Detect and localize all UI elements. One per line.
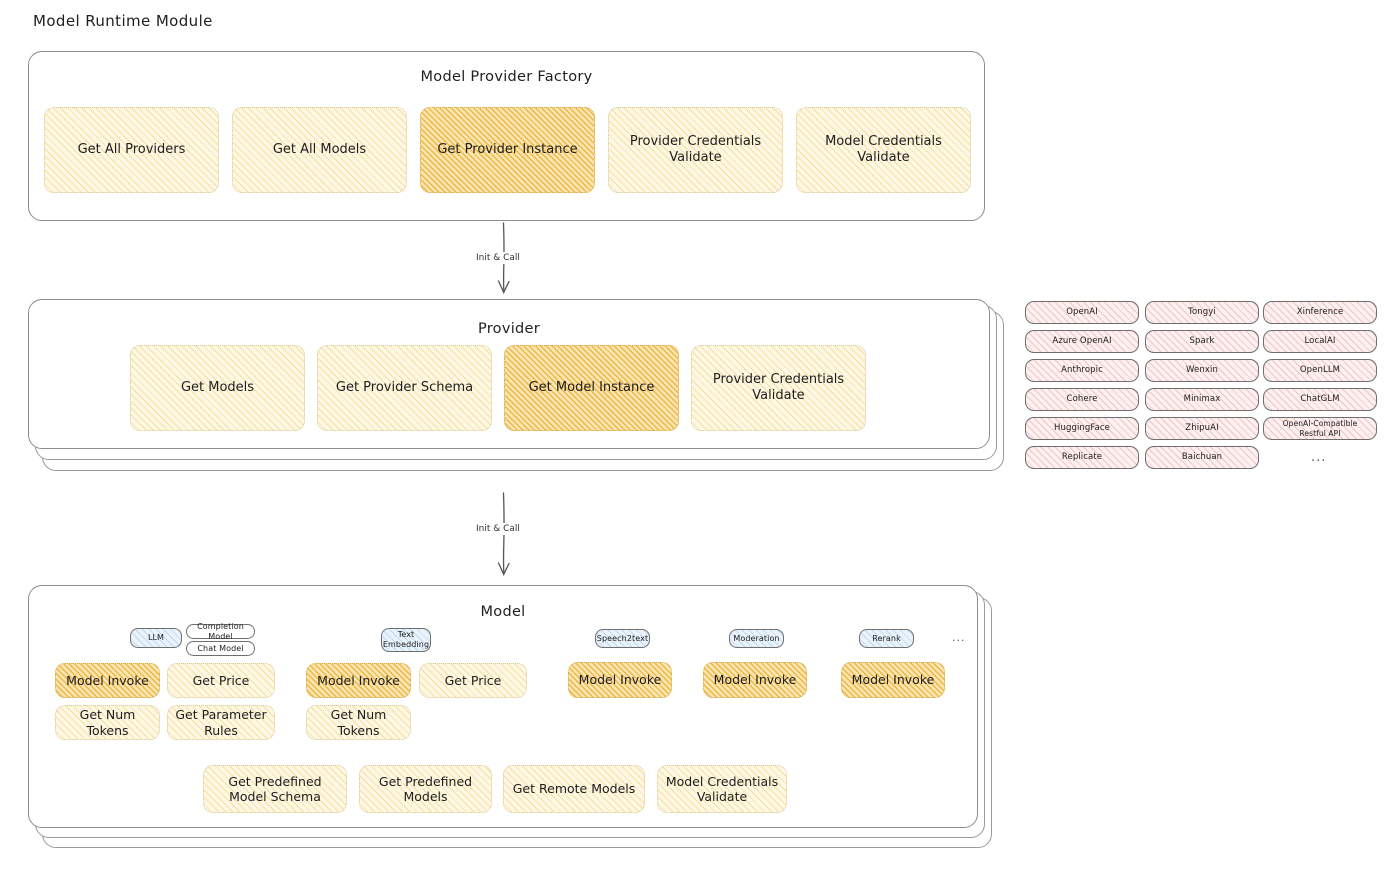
provider-tag-openai[interactable]: OpenAI [1025, 301, 1139, 324]
provider-tag-cohere[interactable]: Cohere [1025, 388, 1139, 411]
model-type-badge-moderation[interactable]: Moderation [729, 629, 784, 648]
model-type-badge-llm[interactable]: LLM [130, 628, 182, 648]
provider-node-get-provider-schema[interactable]: Get Provider Schema [317, 345, 492, 431]
model-shared-method-get-remote-models[interactable]: Get Remote Models [503, 765, 645, 813]
model-shared-method-get-predefined-model-schema[interactable]: Get Predefined Model Schema [203, 765, 347, 813]
page-title: Model Runtime Module [33, 12, 213, 30]
model-shared-method-get-predefined-models[interactable]: Get Predefined Models [359, 765, 492, 813]
arrow-label-init-call-2: Init & Call [473, 523, 523, 535]
arrow-provider-to-model [488, 492, 520, 586]
model-type-badge-speech2text[interactable]: Speech2text [595, 629, 650, 648]
factory-node-get-provider-instance[interactable]: Get Provider Instance [420, 107, 595, 193]
provider-tag-anthropic[interactable]: Anthropic [1025, 359, 1139, 382]
provider-tag-azure-openai[interactable]: Azure OpenAI [1025, 330, 1139, 353]
model-method-llm-get-price[interactable]: Get Price [167, 663, 275, 698]
model-method-text-embedding-get-price[interactable]: Get Price [419, 663, 527, 698]
provider-title: Provider [477, 321, 541, 337]
model-types-more: ... [952, 631, 966, 644]
model-type-badge-rerank[interactable]: Rerank [859, 629, 914, 648]
factory-node-get-all-providers[interactable]: Get All Providers [44, 107, 219, 193]
model-provider-factory-title: Model Provider Factory [420, 69, 593, 85]
provider-tag-baichuan[interactable]: Baichuan [1145, 446, 1259, 469]
provider-tag-chatglm[interactable]: ChatGLM [1263, 388, 1377, 411]
model-subtype-completion-model[interactable]: Completion Model [186, 622, 255, 641]
provider-tag-localai[interactable]: LocalAI [1263, 330, 1377, 353]
provider-tag-spark[interactable]: Spark [1145, 330, 1259, 353]
model-method-text-embedding-model-invoke[interactable]: Model Invoke [306, 663, 411, 698]
provider-tag-tongyi[interactable]: Tongyi [1145, 301, 1259, 324]
factory-node-provider-credentials-validate[interactable]: Provider Credentials Validate [608, 107, 783, 193]
arrow-down-icon [497, 492, 510, 577]
model-method-llm-get-parameter-rules[interactable]: Get Parameter Rules [167, 705, 275, 740]
provider-tag-xinference[interactable]: Xinference [1263, 301, 1377, 324]
provider-tag-openllm[interactable]: OpenLLM [1263, 359, 1377, 382]
model-method-llm-model-invoke[interactable]: Model Invoke [55, 663, 160, 698]
arrow-factory-to-provider [488, 222, 520, 302]
provider-tag-zhipuai[interactable]: ZhipuAI [1145, 417, 1259, 440]
model-subtype-chat-model[interactable]: Chat Model [186, 641, 255, 656]
model-method-rerank-model-invoke[interactable]: Model Invoke [841, 662, 945, 698]
provider-node-provider-credentials-validate[interactable]: Provider Credentials Validate [691, 345, 866, 431]
arrow-label-init-call-1: Init & Call [473, 252, 523, 264]
model-shared-method-model-credentials-validate[interactable]: Model Credentials Validate [657, 765, 787, 813]
model-method-moderation-model-invoke[interactable]: Model Invoke [703, 662, 807, 698]
provider-tag-minimax[interactable]: Minimax [1145, 388, 1259, 411]
provider-tag-wenxin[interactable]: Wenxin [1145, 359, 1259, 382]
model-type-badge-text-embedding[interactable]: Text Embedding [381, 628, 431, 652]
model-method-text-embedding-get-num-tokens[interactable]: Get Num Tokens [306, 705, 411, 740]
model-method-llm-get-num-tokens[interactable]: Get Num Tokens [55, 705, 160, 740]
factory-node-model-credentials-validate[interactable]: Model Credentials Validate [796, 107, 971, 193]
model-title: Model [480, 604, 526, 620]
arrow-down-icon [497, 222, 510, 295]
provider-tag-openai-compatible-restful-api[interactable]: OpenAI-Compatible Restful API [1263, 417, 1377, 440]
model-method-speech2text-model-invoke[interactable]: Model Invoke [568, 662, 672, 698]
provider-tag-replicate[interactable]: Replicate [1025, 446, 1139, 469]
provider-node-get-model-instance[interactable]: Get Model Instance [504, 345, 679, 431]
provider-tag-huggingface[interactable]: HuggingFace [1025, 417, 1139, 440]
provider-node-get-models[interactable]: Get Models [130, 345, 305, 431]
factory-node-get-all-models[interactable]: Get All Models [232, 107, 407, 193]
provider-list-more: ... [1311, 450, 1327, 465]
